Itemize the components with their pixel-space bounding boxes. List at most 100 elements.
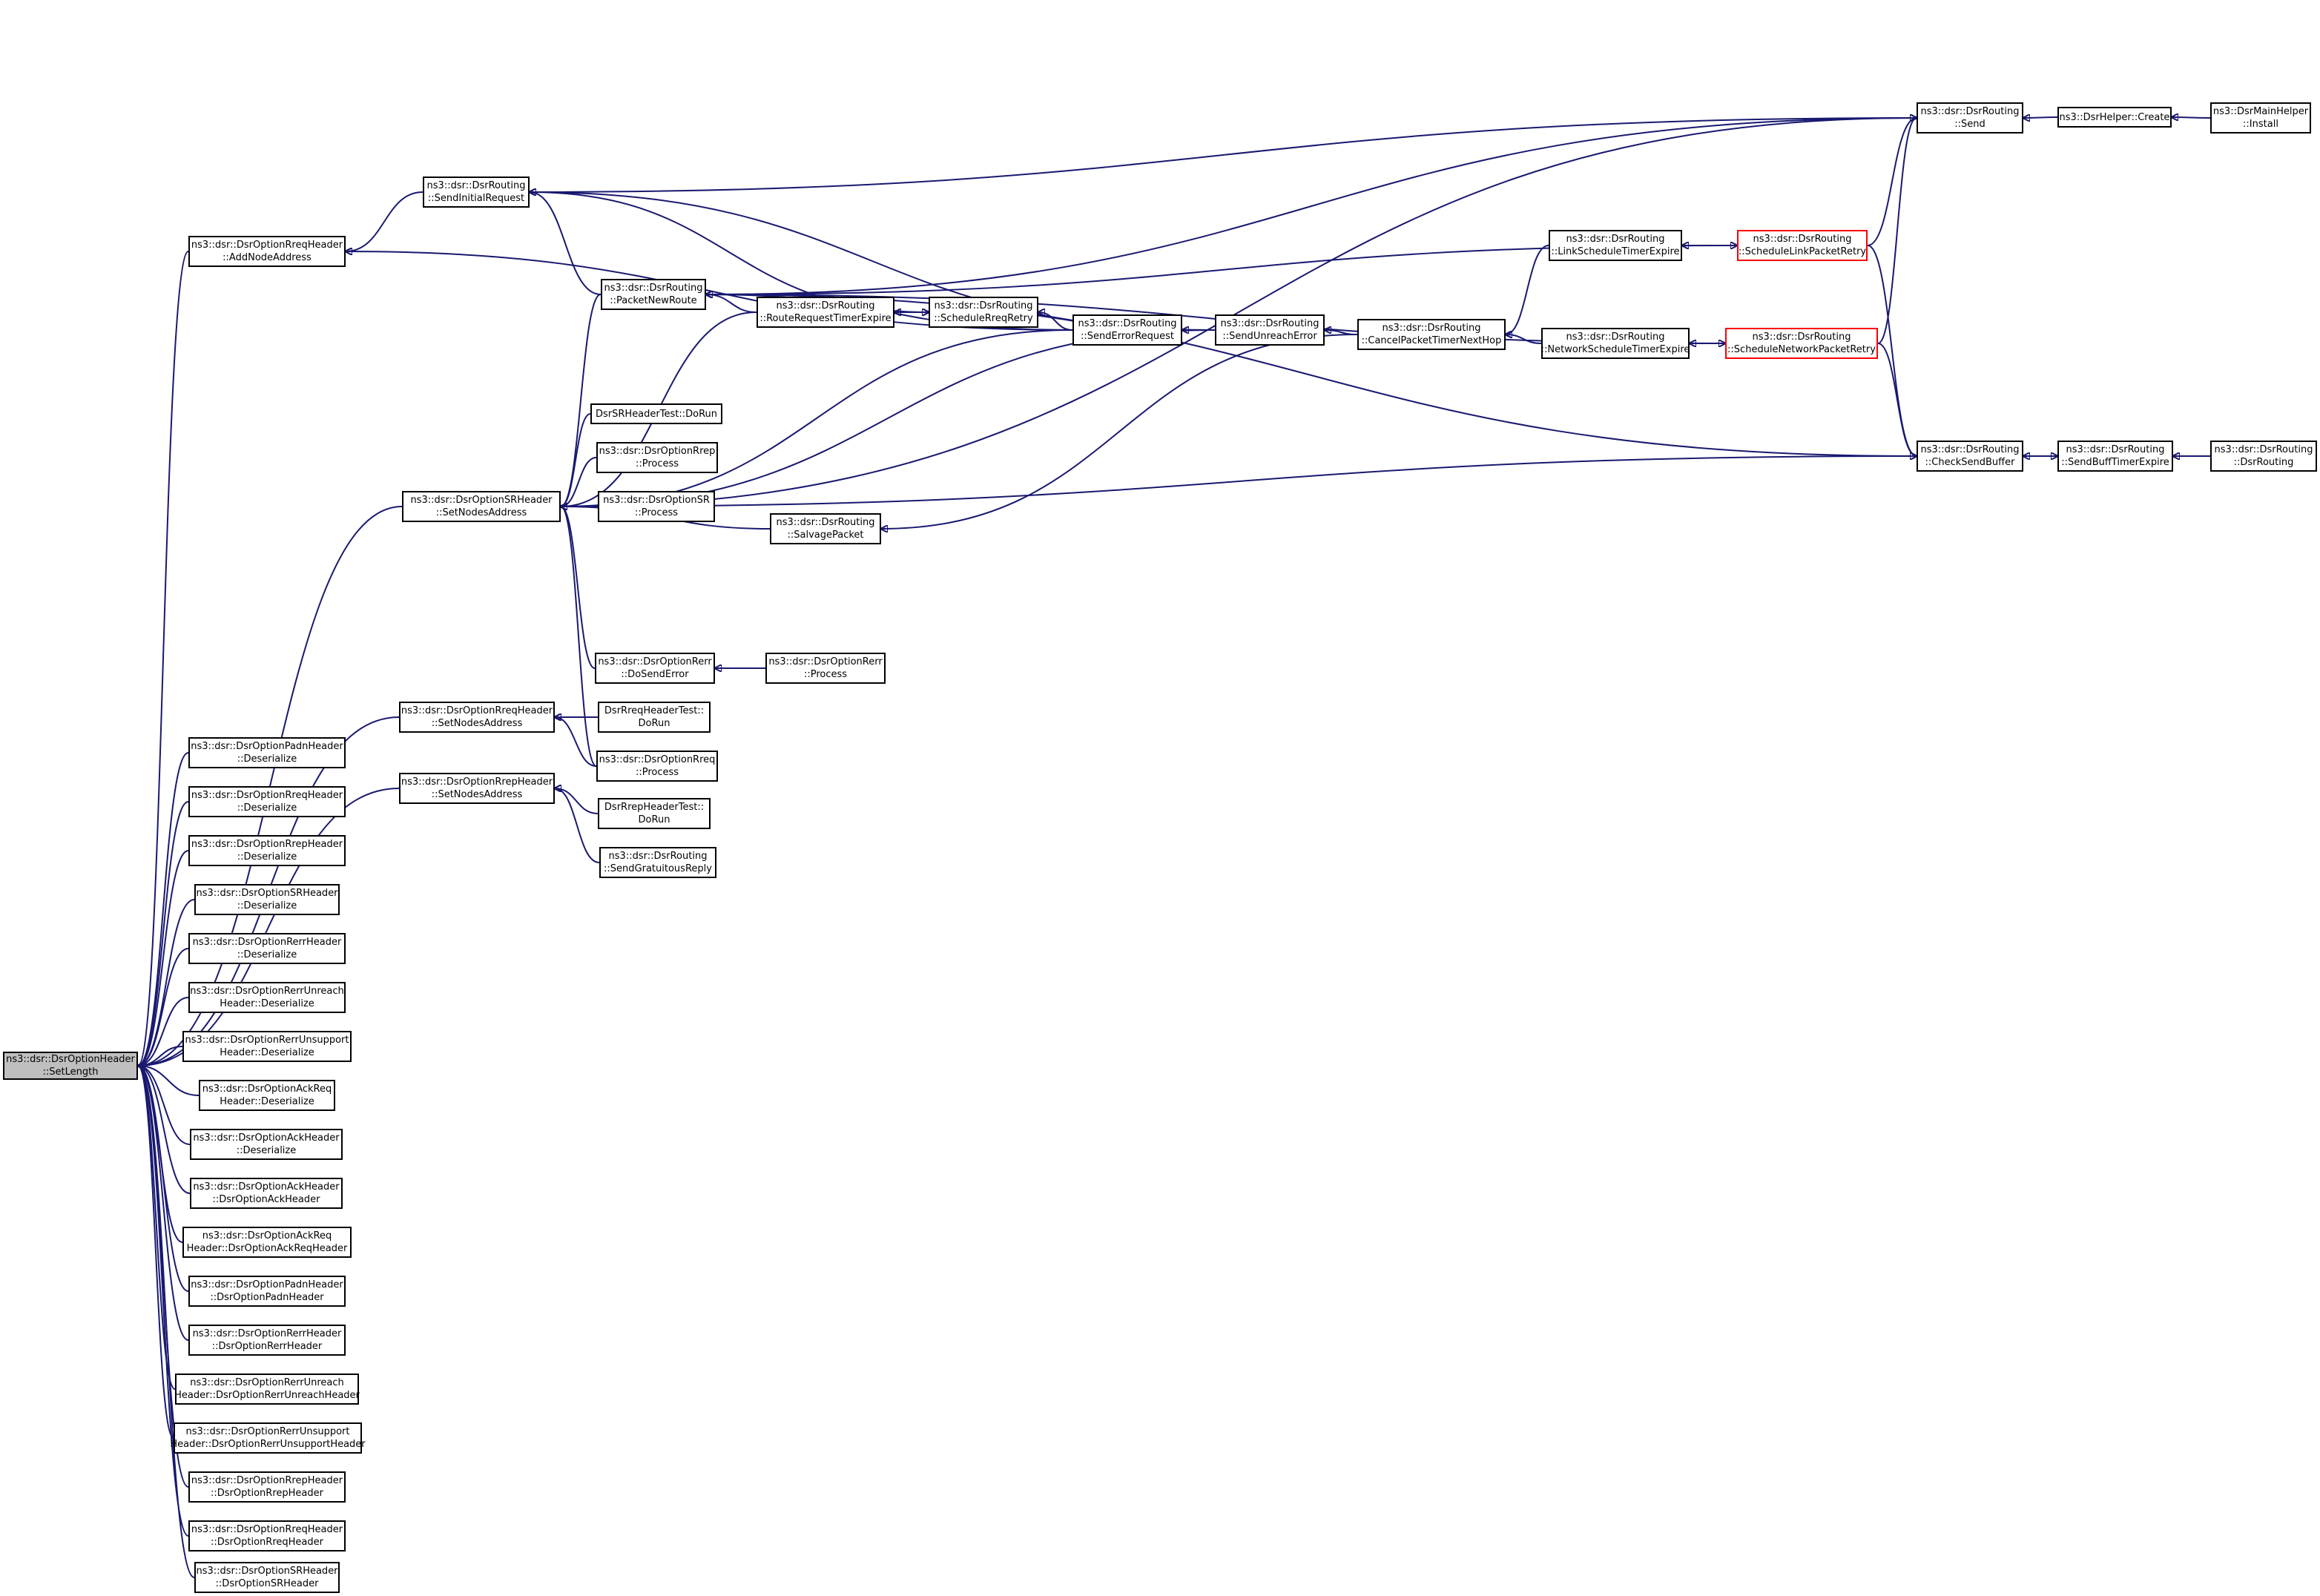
node-sr-header-test-dorun[interactable]: DsrSRHeaderTest::DoRun (590, 403, 722, 424)
node-label: ns3::dsr::DsrOptionRrepHeader (191, 1475, 343, 1486)
node-schedule-rreq-retry[interactable]: ns3::dsr::DsrRouting ::ScheduleRreqRetry (929, 297, 1038, 328)
node-schedule-network-packet-retry[interactable]: ns3::dsr::DsrRouting ::ScheduleNetworkPa… (1725, 328, 1878, 359)
node-label: ::SendErrorRequest (1081, 331, 1174, 342)
node-label: ns3::dsr::DsrOptionAckHeader (193, 1181, 340, 1193)
node-dsr-routing-constructor[interactable]: ns3::dsr::DsrRouting ::DsrRouting (2210, 441, 2317, 472)
node-label: ns3::dsr::DsrOptionRerr (598, 656, 712, 667)
node-rerr-do-send-error[interactable]: ns3::dsr::DsrOptionRerr ::DoSendError (595, 653, 715, 684)
node-link-schedule-timer-expire[interactable]: ns3::dsr::DsrRouting ::LinkScheduleTimer… (1549, 230, 1682, 261)
node-setlength[interactable]: ns3::dsr::DsrOptionHeader ::SetLength (3, 1052, 138, 1080)
node-ack-constructor[interactable]: ns3::dsr::DsrOptionAckHeader ::DsrOption… (190, 1178, 343, 1209)
node-rerr-process[interactable]: ns3::dsr::DsrOptionRerr ::Process (765, 653, 886, 684)
node-cancel-packet-timer-next-hop[interactable]: ns3::dsr::DsrRouting ::CancelPacketTimer… (1357, 319, 1506, 350)
node-label: ns3::dsr::DsrOptionPadnHeader (191, 741, 343, 752)
node-label: ns3::DsrHelper::Create (2059, 111, 2170, 123)
node-label: ns3::dsr::DsrRouting (1382, 323, 1481, 334)
node-rreq-set-nodes-address[interactable]: ns3::dsr::DsrOptionRreqHeader ::SetNodes… (399, 702, 555, 733)
node-rreq-header-test-dorun[interactable]: DsrRreqHeaderTest:: DoRun (598, 702, 711, 733)
node-label: Header::Deserialize (220, 1096, 314, 1107)
node-label: Header::DsrOptionAckReqHeader (186, 1243, 348, 1254)
node-rerr-unreach-constructor[interactable]: ns3::dsr::DsrOptionRerrUnreach Header::D… (174, 1374, 360, 1405)
node-label: ::DsrRouting (2233, 457, 2294, 468)
node-route-request-timer-expire[interactable]: ns3::dsr::DsrRouting ::RouteRequestTimer… (757, 297, 894, 328)
node-label: ns3::dsr::DsrRouting (1566, 234, 1665, 245)
node-send-buff-timer-expire[interactable]: ns3::dsr::DsrRouting ::SendBuffTimerExpi… (2057, 441, 2173, 472)
node-label: ns3::dsr::DsrOptionAckReq (202, 1084, 332, 1095)
node-check-send-buffer[interactable]: ns3::dsr::DsrRouting ::CheckSendBuffer (1917, 441, 2023, 472)
node-rrep-set-nodes-address[interactable]: ns3::dsr::DsrOptionRrepHeader ::SetNodes… (399, 773, 555, 804)
node-label: ::DsrOptionAckHeader (212, 1194, 320, 1205)
node-schedule-link-packet-retry[interactable]: ns3::dsr::DsrRouting ::ScheduleLinkPacke… (1737, 230, 1868, 261)
node-padn-deserialize[interactable]: ns3::dsr::DsrOptionPadnHeader ::Deserial… (188, 737, 346, 768)
node-label: Header::Deserialize (220, 998, 314, 1009)
node-rreq-add-node-address[interactable]: ns3::dsr::DsrOptionRreqHeader ::AddNodeA… (188, 236, 346, 267)
node-label: ::Process (803, 669, 848, 680)
node-label: ns3::dsr::DsrRouting (1753, 234, 1852, 245)
node-salvage-packet[interactable]: ns3::dsr::DsrRouting ::SalvagePacket (770, 513, 881, 544)
node-label: ns3::dsr::DsrOptionRerrUnreach (190, 986, 344, 997)
node-ackreq-deserialize[interactable]: ns3::dsr::DsrOptionAckReq Header::Deseri… (199, 1080, 335, 1111)
call-edge-schedlink-to-send (1867, 118, 1917, 246)
node-network-schedule-timer-expire[interactable]: ns3::dsr::DsrRouting ::NetworkScheduleTi… (1541, 328, 1690, 359)
call-edge-padn_deser-to-setlength (138, 752, 189, 1066)
node-label: ::Deserialize (237, 900, 297, 911)
node-label: ::DsrOptionRerrHeader (211, 1341, 323, 1352)
node-rrep-process[interactable]: ns3::dsr::DsrOptionRrep ::Process (596, 442, 718, 473)
node-label: ns3::dsr::DsrRouting (934, 300, 1033, 311)
call-edge-netsched-to-cancelpacket (1506, 334, 1542, 344)
call-edge-rerr_ctor-to-setlength (138, 1066, 189, 1341)
node-rrep-constructor[interactable]: ns3::dsr::DsrOptionRrepHeader ::DsrOptio… (188, 1471, 346, 1503)
node-sr-constructor[interactable]: ns3::dsr::DsrOptionSRHeader ::DsrOptionS… (194, 1562, 340, 1593)
node-label: ns3::dsr::DsrRouting (1752, 332, 1851, 343)
node-rerr-deserialize[interactable]: ns3::dsr::DsrOptionRerrHeader ::Deserial… (188, 933, 346, 964)
node-dsr-main-helper-install[interactable]: ns3::DsrMainHelper ::Install (2210, 102, 2311, 133)
node-label: ::ScheduleNetworkPacketRetry (1727, 344, 1876, 355)
node-label: Header::Deserialize (220, 1047, 314, 1058)
node-packet-new-route[interactable]: ns3::dsr::DsrRouting ::PacketNewRoute (601, 279, 706, 310)
node-rreq-process[interactable]: ns3::dsr::DsrOptionRreq ::Process (596, 751, 718, 782)
node-rrep-header-test-dorun[interactable]: DsrRrepHeaderTest:: DoRun (598, 798, 711, 829)
node-label: ns3::dsr::DsrRouting (1078, 318, 1177, 329)
node-label: ns3::dsr::DsrOptionAckReq (202, 1230, 332, 1241)
node-label: ns3::dsr::DsrRouting (2066, 444, 2165, 455)
node-sr-set-nodes-address[interactable]: ns3::dsr::DsrOptionSRHeader ::SetNodesAd… (402, 491, 561, 522)
node-rerr-unsupport-deserialize[interactable]: ns3::dsr::DsrOptionRerrUnsupport Header:… (182, 1031, 352, 1062)
node-label: ns3::dsr::DsrRouting (1220, 318, 1319, 329)
node-rerr-unsupport-constructor[interactable]: ns3::dsr::DsrOptionRerrUnsupport Header:… (170, 1422, 366, 1454)
node-label: ::SendUnreachError (1222, 331, 1317, 342)
node-send-error-request[interactable]: ns3::dsr::DsrRouting ::SendErrorRequest (1072, 314, 1182, 346)
node-label: ns3::dsr::DsrOptionRreqHeader (401, 705, 553, 716)
node-label: ns3::dsr::DsrRouting (1566, 332, 1665, 343)
node-label: DoRun (638, 718, 670, 729)
node-send[interactable]: ns3::dsr::DsrRouting ::Send (1917, 102, 2023, 133)
node-dsr-helper-create[interactable]: ns3::DsrHelper::Create (2057, 107, 2172, 128)
node-label: ns3::dsr::DsrOptionHeader (6, 1054, 135, 1065)
node-label: ::SendGratuitousReply (604, 863, 712, 874)
node-rreq-deserialize[interactable]: ns3::dsr::DsrOptionRreqHeader ::Deserial… (188, 786, 346, 817)
node-rreq-constructor[interactable]: ns3::dsr::DsrOptionRreqHeader ::DsrOptio… (188, 1520, 346, 1552)
node-label: ns3::dsr::DsrRouting (2214, 444, 2313, 455)
node-sr-deserialize[interactable]: ns3::dsr::DsrOptionSRHeader ::Deserializ… (194, 884, 340, 915)
call-edge-schednet-to-send (1877, 118, 1917, 344)
node-label: ::SendInitialRequest (427, 193, 525, 204)
call-edge-rreptest-to-rrepsetnodes (555, 788, 599, 814)
node-padn-constructor[interactable]: ns3::dsr::DsrOptionPadnHeader ::DsrOptio… (188, 1276, 346, 1307)
node-label: ::Process (635, 767, 679, 778)
node-rrep-deserialize[interactable]: ns3::dsr::DsrOptionRrepHeader ::Deserial… (188, 835, 346, 866)
node-send-unreach-error[interactable]: ns3::dsr::DsrRouting ::SendUnreachError (1215, 314, 1325, 346)
node-label: ns3::dsr::DsrRouting (608, 851, 708, 862)
node-label: ::Deserialize (237, 802, 297, 814)
node-label: ns3::dsr::DsrOptionRerrUnsupport (185, 1035, 349, 1046)
node-label: ns3::dsr::DsrOptionRreqHeader (191, 790, 343, 801)
node-send-initial-request[interactable]: ns3::dsr::DsrRouting ::SendInitialReques… (423, 177, 530, 208)
call-edge-schedlink-to-packetnewroute (706, 245, 1738, 294)
node-send-gratuitous-reply[interactable]: ns3::dsr::DsrRouting ::SendGratuitousRep… (599, 847, 716, 878)
node-rerr-constructor[interactable]: ns3::dsr::DsrOptionRerrHeader ::DsrOptio… (188, 1325, 346, 1356)
call-edge-sr_ctor-to-setlength (138, 1066, 195, 1578)
node-label: ::Send (1954, 119, 1985, 130)
node-sr-process[interactable]: ns3::dsr::DsrOptionSR ::Process (598, 491, 715, 522)
node-ack-deserialize[interactable]: ns3::dsr::DsrOptionAckHeader ::Deseriali… (190, 1129, 343, 1160)
node-rerr-unreach-deserialize[interactable]: ns3::dsr::DsrOptionRerrUnreach Header::D… (188, 982, 346, 1013)
node-ackreq-constructor[interactable]: ns3::dsr::DsrOptionAckReq Header::DsrOpt… (182, 1227, 352, 1258)
node-label: ::SetLength (42, 1066, 99, 1078)
